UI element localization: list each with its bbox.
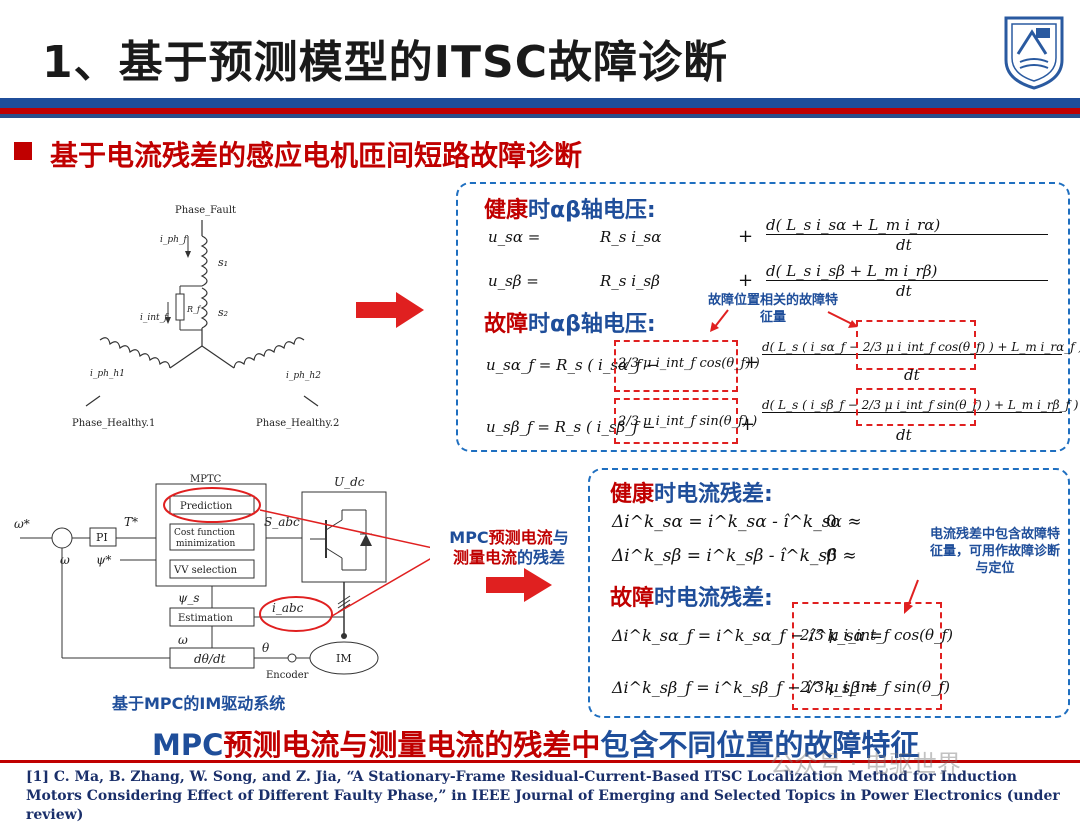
eq-residual-alpha: Δi^k_sα = i^k_sα - î^k_sα ≈ xyxy=(612,512,862,532)
fault-voltage-title: 故障时αβ轴电压: xyxy=(484,312,656,337)
conclusion-text: MPC预测电流与测量电流的残差中包含不同位置的故障特征 xyxy=(152,728,920,762)
page-title: 1、基于预测模型的ITSC故障诊断 xyxy=(42,37,728,88)
eq-residual-alpha-fault: Δi^k_sα_f = i^k_sα_f − î^k_sα = xyxy=(612,626,883,645)
psi-s-label: ψ_s xyxy=(178,591,200,605)
right-arrow-icon xyxy=(486,568,552,602)
eq-usb-lhs: u_sβ = xyxy=(488,272,539,290)
torque-ref-label: T* xyxy=(124,515,138,529)
fault-term-box-beta-deriv xyxy=(856,388,976,426)
fault-term-box-beta xyxy=(614,398,738,444)
eq-usaf-num: d( L_s ( i_sα_f − 2/3 μ i_int_f cos(θ_f)… xyxy=(762,340,1080,355)
i-ph-h2-label: i_ph_h2 xyxy=(286,371,321,381)
fault-term-box-alpha xyxy=(614,340,738,392)
eq-residual-beta: Δi^k_sβ = i^k_sβ - î^k_sβ ≈ xyxy=(612,546,857,566)
header-bar-red xyxy=(0,108,1080,114)
eq-usb-rs: R_s i_sβ xyxy=(600,272,660,290)
prediction-label: Prediction xyxy=(180,501,233,512)
mpc-drive-diagram: ω* PI T* ω ψ* MPTC Prediction Cost funct… xyxy=(14,474,430,681)
eq-usbf-plus: + xyxy=(740,414,756,435)
rf-label: R_f xyxy=(186,305,202,314)
i-int-f-label: i_int_f xyxy=(140,313,169,323)
dtheta-label: dθ/dt xyxy=(194,652,226,666)
psi-ref-label: ψ* xyxy=(96,553,111,567)
s2-label: s₂ xyxy=(218,306,228,319)
fault-term-box-alpha-deriv xyxy=(856,320,976,370)
residual-equation-box xyxy=(588,468,1070,718)
estimation-label: Estimation xyxy=(178,613,233,624)
eq-residual-beta-fault-term: 2/3 μ i_int_f sin(θ_f) xyxy=(800,678,950,696)
eq-usaf-den: dt xyxy=(904,366,920,384)
eq-residual-beta-val: 0 xyxy=(826,546,837,566)
eq-usaf-plus: + xyxy=(744,352,760,373)
eq-usbf-term: 2/3 μ i_int_f sin(θ_f) ) xyxy=(618,414,758,429)
header-bar-blue-lower xyxy=(0,114,1080,118)
omega-ref-label: ω* xyxy=(14,517,30,531)
eq-usbf-num: d( L_s ( i_sβ_f − 2/3 μ i_int_f sin(θ_f)… xyxy=(762,398,1079,413)
s1-label: s₁ xyxy=(218,256,228,269)
eq-usb-num: d( L_s i_sβ + L_m i_rβ) xyxy=(766,262,1048,281)
cost-function-label: Cost function xyxy=(174,528,235,538)
i-ph-h1-label: i_ph_h1 xyxy=(90,369,125,379)
mpc-residual-label: MPC预测电流与 测量电流的残差 xyxy=(449,528,569,567)
header-bar-blue xyxy=(0,98,1080,108)
university-logo-icon xyxy=(1004,16,1064,90)
eq-residual-alpha-fault-term: 2/3 μ i_int_f cos(θ_f) xyxy=(800,626,953,644)
eq-usa-num: d( L_s i_sα + L_m i_rα) xyxy=(766,216,1048,235)
eq-usb-plus: + xyxy=(738,270,754,291)
omega-label: ω xyxy=(60,553,70,567)
eq-usa-rs: R_s i_sα xyxy=(600,228,662,246)
i-ph-f-label: i_ph_f xyxy=(160,235,188,245)
eq-usa-lhs: u_sα = xyxy=(488,228,541,246)
eq-usbf-den: dt xyxy=(896,426,912,444)
theta-label: θ xyxy=(262,641,270,655)
healthy-voltage-title: 健康时αβ轴电压: xyxy=(484,198,656,223)
phase-healthy-2-label: Phase_Healthy.2 xyxy=(256,418,339,429)
reference-citation: [1] C. Ma, B. Zhang, W. Song, and Z. Jia… xyxy=(26,769,1060,823)
mptc-label: MPTC xyxy=(190,474,222,485)
eq-residual-alpha-val: 0 xyxy=(826,512,837,532)
square-bullet-icon xyxy=(14,142,32,160)
reference-divider xyxy=(0,760,1080,763)
eq-usa-plus: + xyxy=(738,226,754,247)
eq-residual-beta-fault: Δi^k_sβ_f = i^k_sβ_f − î^k_sβ = xyxy=(612,678,879,697)
eq-usaf-term: 2/3 μ i_int_f cos(θ_f) ) xyxy=(618,356,760,371)
side-note-arrow xyxy=(904,579,919,614)
eq-usa-den: dt xyxy=(896,236,912,254)
residual-side-note: 电流残差中包含故障特征量，可用作故障诊断与定位 xyxy=(930,527,1061,576)
motor-winding-diagram: Phase_Fault s₁ s₂ R_f i_ph_f i_int_f i_p… xyxy=(72,205,339,429)
pi-label: PI xyxy=(96,531,108,544)
i-abc-label: i_abc xyxy=(272,601,304,615)
fault-residual-title: 故障时电流残差: xyxy=(610,586,773,611)
s-abc-label: S_abc xyxy=(264,515,300,529)
residual-fault-term-box xyxy=(792,602,942,710)
cost-function-label-2: minimization xyxy=(176,539,236,549)
watermark: 公众号 · 电驱世界 xyxy=(770,750,961,778)
omega-feedback-label: ω xyxy=(178,633,188,647)
section-subtitle: 基于电流残差的感应电机匝间短路故障诊断 xyxy=(50,139,583,172)
eq-usbf-lhs: u_sβ_f = R_s ( i_sβ_f − xyxy=(486,418,656,436)
eq-usb-den: dt xyxy=(896,282,912,300)
encoder-label: Encoder xyxy=(266,670,309,681)
note-arrows xyxy=(710,309,858,332)
phase-healthy-1-label: Phase_Healthy.1 xyxy=(72,418,155,429)
vv-selection-label: VV selection xyxy=(173,565,238,576)
phase-fault-label: Phase_Fault xyxy=(175,205,236,216)
voltage-equation-box xyxy=(456,182,1070,452)
healthy-residual-title: 健康时电流残差: xyxy=(610,482,773,507)
im-label: IM xyxy=(336,652,352,665)
fault-feature-note: 故障位置相关的故障特征量 xyxy=(708,293,839,325)
right-arrow-icon xyxy=(356,292,424,328)
udc-label: U_dc xyxy=(334,475,365,489)
drive-caption: 基于MPC的IM驱动系统 xyxy=(112,694,286,713)
